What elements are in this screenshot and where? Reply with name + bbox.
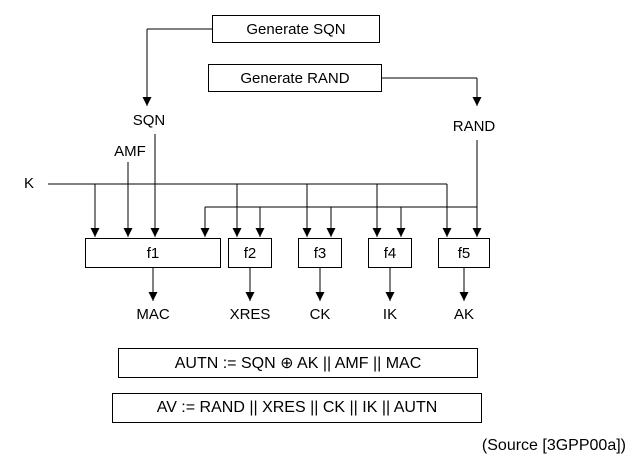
mac-label: MAC [136,306,170,323]
source-citation: (Source [3GPP00a]) [481,437,626,454]
f5-box: f5 [438,238,490,268]
rand-label: RAND [452,118,496,135]
generate-sqn-box: Generate SQN [212,15,380,43]
f2-box: f2 [228,238,272,268]
f3-box: f3 [298,238,342,268]
av-formula-box: AV := RAND || XRES || CK || IK || AUTN [112,393,482,423]
f1-box: f1 [85,238,221,268]
f4-box: f4 [368,238,412,268]
k-label: K [24,175,35,192]
ik-label: IK [382,306,398,323]
amf-label: AMF [114,143,146,160]
ak-label: AK [453,306,475,323]
xres-label: XRES [229,306,271,323]
autn-formula-box: AUTN := SQN ⊕ AK || AMF || MAC [118,348,478,378]
sqn-label: SQN [132,112,166,129]
generate-rand-box: Generate RAND [208,64,382,92]
ck-label: CK [309,306,331,323]
